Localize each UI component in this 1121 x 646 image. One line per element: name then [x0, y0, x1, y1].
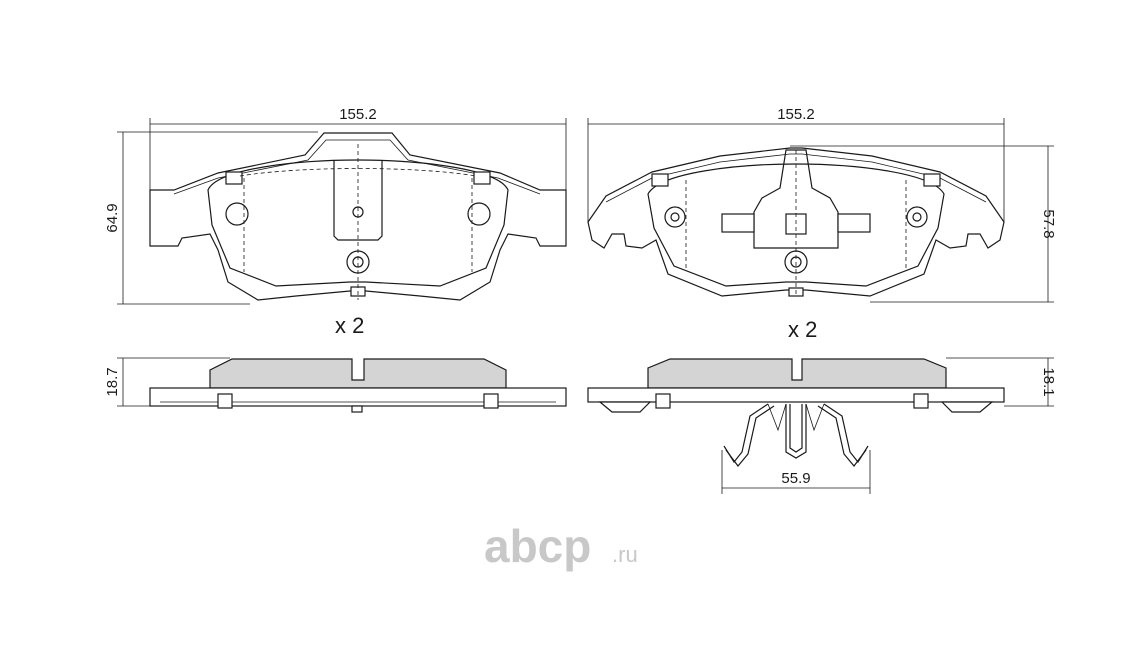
right-thickness-dim: 18.1 [1040, 367, 1057, 396]
left-hole-r [467, 202, 491, 226]
watermark-brand: abcp [484, 520, 591, 572]
left-pin [346, 250, 370, 274]
left-pad-front-view: 155.2 64.9 x 2 [104, 106, 567, 338]
left-tab-l [225, 171, 243, 185]
left-tab-r [473, 171, 491, 185]
right-multiplier: x 2 [788, 317, 817, 342]
left-side-backing [149, 387, 567, 407]
right-height-dim: 57.8 [1040, 209, 1057, 238]
spring-clip [723, 403, 869, 467]
abcp-watermark: abcp .ru [484, 520, 638, 572]
left-side-friction [209, 358, 507, 389]
right-hole-l [664, 206, 686, 228]
right-friction-block [647, 163, 945, 287]
right-pin [784, 250, 808, 274]
right-pad-front-view: 155.2 57.8 x 2 [587, 106, 1057, 342]
left-center-slot [333, 160, 383, 241]
left-backing-plate [149, 132, 567, 301]
left-height-dim: 64.9 [104, 203, 121, 232]
left-pad-side-view: 18.7 [104, 357, 567, 413]
left-friction-block [207, 159, 509, 287]
right-side-backing [587, 387, 1005, 403]
right-wing-l [721, 213, 755, 233]
right-width-dim: 155.2 [777, 106, 815, 123]
left-width-dim: 155.2 [339, 106, 377, 123]
left-multiplier: x 2 [335, 313, 364, 338]
right-backing-plate [587, 147, 1005, 297]
right-side-friction [647, 358, 947, 389]
left-thickness-dim: 18.7 [104, 367, 121, 396]
clip-width-dim: 55.9 [781, 470, 810, 487]
right-wing-r [837, 213, 871, 233]
right-hole-r [906, 206, 928, 228]
watermark-suffix: .ru [612, 542, 638, 567]
left-hole-c [352, 206, 364, 218]
left-hole-l [225, 202, 249, 226]
right-pad-side-view: 18.1 55.9 [587, 357, 1057, 494]
right-center-boss [753, 149, 839, 249]
